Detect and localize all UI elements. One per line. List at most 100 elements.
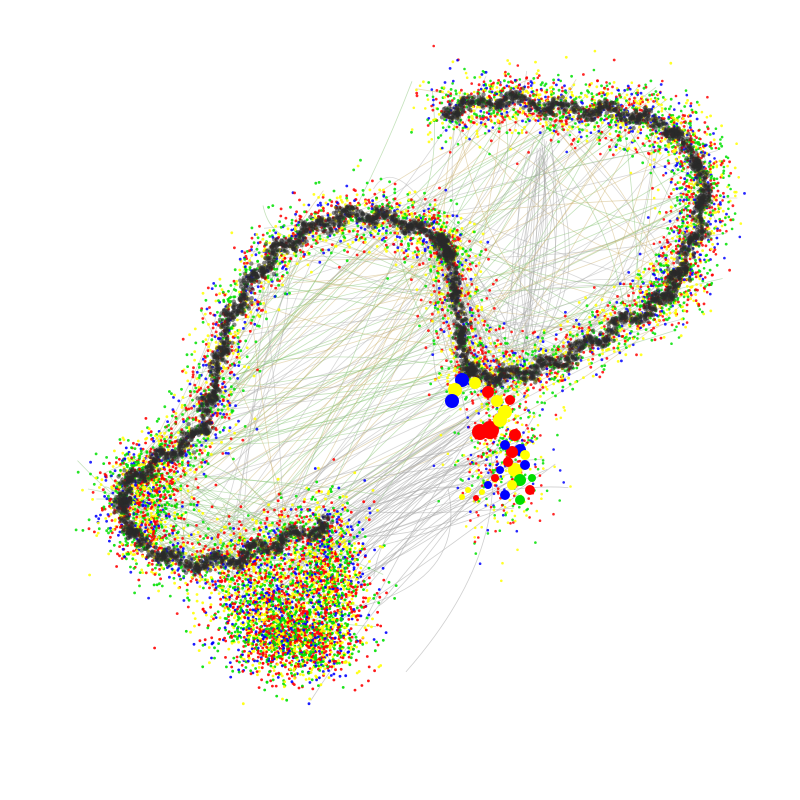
ring-node: [306, 263, 310, 267]
ring-node: [589, 323, 593, 327]
ring-node: [385, 196, 388, 199]
ring-node: [690, 182, 693, 186]
ring-node: [684, 202, 688, 206]
ring-node: [183, 466, 187, 470]
graph-edge: [438, 115, 536, 339]
ring-node: [455, 360, 459, 364]
ring-node: [557, 140, 560, 144]
ring-node: [193, 327, 197, 331]
ring-node: [720, 124, 723, 128]
ring-node: [339, 239, 342, 243]
ring-node: [406, 242, 410, 246]
ring-node: [652, 326, 655, 330]
ring-node: [621, 123, 625, 127]
ring-node: [611, 307, 615, 311]
ring-node: [726, 194, 730, 198]
ring-node: [478, 336, 482, 340]
ring-node: [526, 117, 530, 121]
ring-node: [539, 347, 543, 351]
ring-node: [468, 336, 472, 339]
ring-node: [552, 78, 555, 82]
ring-node: [190, 353, 194, 356]
ring-node: [582, 73, 585, 76]
ring-node: [354, 238, 358, 242]
ring-node: [243, 365, 246, 368]
graph-edge: [110, 233, 410, 492]
ring-node: [252, 374, 256, 378]
ring-node: [653, 149, 657, 153]
ring-node: [636, 327, 640, 331]
ring-node: [198, 374, 202, 377]
ring-node: [453, 227, 456, 231]
ring-node: [474, 358, 478, 362]
ring-node: [355, 235, 359, 239]
graph-edge: [454, 103, 580, 340]
graph-edge: [198, 279, 475, 535]
ring-node: [307, 203, 311, 207]
ring-node: [437, 310, 440, 314]
ring-node: [332, 233, 336, 237]
ring-node: [228, 446, 232, 450]
ring-node: [479, 121, 483, 125]
ring-node: [703, 144, 707, 148]
ring-node: [233, 295, 237, 299]
ring-node: [198, 440, 202, 444]
ring-node: [432, 251, 436, 255]
ring-node: [704, 211, 707, 215]
ring-node: [371, 199, 374, 203]
ring-node: [598, 138, 602, 142]
ring-node: [526, 394, 530, 397]
ring-node: [232, 457, 235, 461]
graph-edge: [488, 152, 686, 271]
ring-node: [276, 278, 280, 281]
ring-node: [523, 125, 526, 129]
ring-node: [556, 379, 560, 383]
ring-node: [498, 349, 501, 352]
ring-node: [287, 234, 291, 238]
ring-node: [706, 127, 710, 131]
ring-node: [381, 202, 384, 206]
ring-node: [455, 214, 459, 218]
ring-node: [556, 132, 560, 136]
graph-edge: [231, 217, 410, 365]
ring-node: [240, 250, 244, 253]
ring-node: [455, 125, 459, 129]
ring-node: [250, 245, 254, 249]
ring-node: [554, 130, 558, 134]
ring-node: [711, 165, 715, 169]
ring-node: [591, 352, 595, 356]
ring-node: [441, 121, 444, 125]
ring-node: [552, 129, 556, 133]
ring-node: [217, 299, 220, 302]
ring-node: [532, 77, 536, 80]
ring-node: [419, 241, 423, 245]
ring-node: [223, 415, 227, 419]
graph-edge: [309, 245, 445, 295]
ring-node: [249, 310, 253, 314]
ring-node: [702, 312, 706, 316]
ring-node: [641, 161, 645, 165]
ring-node: [202, 363, 205, 367]
ring-node: [502, 322, 506, 325]
ring-node: [587, 326, 591, 329]
graph-edge: [230, 252, 317, 535]
graph-edge: [205, 382, 472, 549]
ring-node: [215, 414, 219, 418]
ring-node: [478, 341, 482, 345]
ring-node: [587, 90, 590, 94]
graph-edge: [298, 500, 515, 514]
ring-node: [192, 404, 196, 408]
ring-node: [201, 320, 205, 324]
ring-node: [395, 235, 399, 239]
ring-node: [692, 222, 696, 226]
ring-node: [192, 366, 195, 370]
ring-node: [650, 152, 653, 155]
ring-node: [382, 194, 386, 198]
ring-node: [479, 356, 482, 359]
ring-node: [218, 430, 222, 434]
graph-edge: [505, 154, 547, 379]
ring-node: [683, 177, 687, 181]
ring-node: [310, 270, 313, 274]
graph-edge: [174, 116, 486, 507]
ring-node: [295, 210, 298, 214]
